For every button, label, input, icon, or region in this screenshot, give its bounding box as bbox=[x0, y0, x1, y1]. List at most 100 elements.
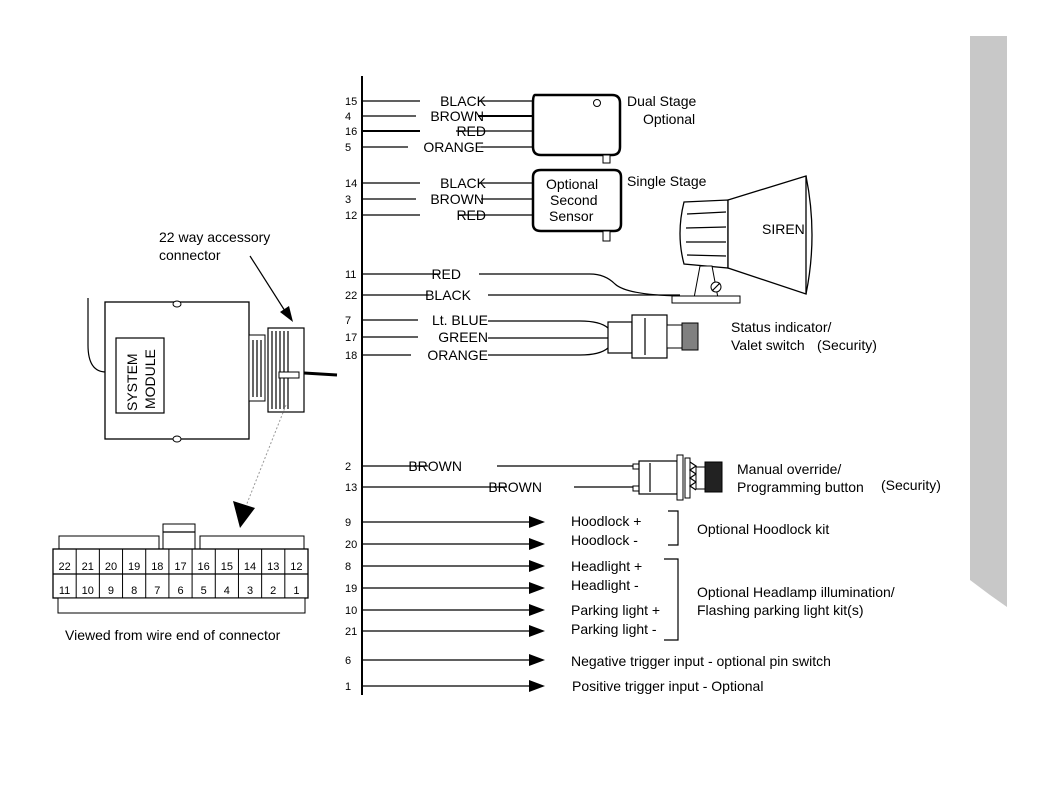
output-label: Positive trigger input - Optional bbox=[572, 678, 763, 694]
output-pin-number: 1 bbox=[345, 681, 351, 693]
sensor-led-icon bbox=[593, 99, 601, 107]
wire-color-label: BROWN bbox=[430, 108, 484, 124]
single-box-line3: Sensor bbox=[549, 208, 594, 224]
output-pin-number: 9 bbox=[345, 517, 351, 529]
wire-color-label: ORANGE bbox=[427, 347, 488, 363]
dual-stage-label-line2: Optional bbox=[643, 111, 695, 127]
pin-label-bottom: 2 bbox=[270, 585, 276, 597]
system-module: SYSTEM MODULE bbox=[87, 298, 266, 443]
output-pin-number: 19 bbox=[345, 583, 357, 595]
wire-color-label: GREEN bbox=[438, 329, 488, 345]
wire-pin-number: 15 bbox=[345, 96, 357, 108]
pin-label-top: 18 bbox=[151, 561, 163, 573]
wire-pin-number: 12 bbox=[345, 210, 357, 222]
wire-pin-number: 5 bbox=[345, 142, 351, 154]
wire-color-label: ORANGE bbox=[423, 139, 484, 155]
headlamp-kit-line2: Flashing parking light kit(s) bbox=[697, 602, 864, 618]
pin-label-top: 14 bbox=[244, 561, 256, 573]
wire-color-label: Lt. BLUE bbox=[432, 312, 488, 328]
wire-pin-number: 18 bbox=[345, 350, 357, 362]
connector-callout-line2: connector bbox=[159, 247, 221, 263]
dual-stage-sensor bbox=[531, 93, 622, 164]
output-pin-number: 8 bbox=[345, 561, 351, 573]
headlamp-kit-line1: Optional Headlamp illumination/ bbox=[697, 584, 895, 600]
pin-label-bottom: 6 bbox=[177, 585, 183, 597]
wire-pin-number: 2 bbox=[345, 461, 351, 473]
pinout-leader bbox=[245, 404, 287, 507]
single-box-line1: Optional bbox=[546, 176, 598, 192]
accessory-plug bbox=[267, 327, 338, 413]
dual-stage-label-line1: Dual Stage bbox=[627, 93, 696, 109]
output-label: Hoodlock + bbox=[571, 513, 641, 529]
override-label-line1: Manual override/ bbox=[737, 461, 841, 477]
pin-label-bottom: 8 bbox=[131, 585, 137, 597]
pin-label-top: 16 bbox=[198, 561, 210, 573]
wire-color-label: BROWN bbox=[488, 479, 542, 495]
output-label: Negative trigger input - optional pin sw… bbox=[571, 653, 831, 669]
callout-arrow-line bbox=[249, 255, 286, 312]
override-cap bbox=[704, 461, 723, 493]
wire-pin-number: 16 bbox=[345, 126, 357, 138]
pin-label-top: 17 bbox=[174, 561, 186, 573]
headlamp-bracket bbox=[664, 558, 679, 641]
pin-label-top: 19 bbox=[128, 561, 140, 573]
pinout-arrowhead bbox=[233, 501, 255, 528]
status-indicator-switch bbox=[488, 314, 699, 359]
single-stage-sensor bbox=[531, 168, 623, 242]
page-tab bbox=[970, 36, 1007, 607]
override-label-suffix: (Security) bbox=[881, 477, 941, 493]
siren-icon bbox=[671, 175, 813, 304]
output-arrow-icon bbox=[529, 604, 545, 616]
wire-pin-number: 4 bbox=[345, 111, 351, 123]
pin-label-bottom: 9 bbox=[108, 585, 114, 597]
pin-label-top: 22 bbox=[58, 561, 70, 573]
single-box-line2: Second bbox=[550, 192, 597, 208]
output-pin-number: 21 bbox=[345, 626, 357, 638]
pin-label-top: 12 bbox=[290, 561, 302, 573]
pin-label-bottom: 4 bbox=[224, 585, 230, 597]
wire-pin-number: 7 bbox=[345, 315, 351, 327]
pin-label-top: 13 bbox=[267, 561, 279, 573]
output-arrow-icon bbox=[529, 538, 545, 550]
output-label: Headlight + bbox=[571, 558, 642, 574]
wire-color-label: BLACK bbox=[440, 175, 487, 191]
module-label-line2: MODULE bbox=[142, 349, 158, 409]
hoodlock-kit-label: Optional Hoodlock kit bbox=[697, 521, 829, 537]
wire-color-label: RED bbox=[431, 266, 461, 282]
output-label: Parking light + bbox=[571, 602, 660, 618]
indicator-lens bbox=[681, 322, 699, 351]
pin-label-bottom: 5 bbox=[201, 585, 207, 597]
pin-label-bottom: 10 bbox=[82, 585, 94, 597]
pinout-caption: Viewed from wire end of connector bbox=[65, 627, 281, 643]
connector-callout-line1: 22 way accessory bbox=[159, 229, 270, 245]
pin-label-top: 15 bbox=[221, 561, 233, 573]
output-arrow-icon bbox=[529, 560, 545, 572]
status-label-line2: Valet switch bbox=[731, 337, 805, 353]
wire-pin-number: 11 bbox=[345, 269, 356, 281]
output-pin-number: 6 bbox=[345, 655, 351, 667]
output-arrow-icon bbox=[529, 654, 545, 666]
output-arrow-icon bbox=[529, 582, 545, 594]
wire-pin-number: 22 bbox=[345, 290, 357, 302]
wire-pin-number: 3 bbox=[345, 194, 351, 206]
pin-label-bottom: 11 bbox=[59, 585, 70, 597]
pin-label-top: 21 bbox=[82, 561, 94, 573]
module-label-box bbox=[115, 337, 165, 414]
pin-label-top: 20 bbox=[105, 561, 117, 573]
wire-pin-number: 17 bbox=[345, 332, 357, 344]
wire-color-label: BLACK bbox=[425, 287, 472, 303]
override-button bbox=[632, 454, 723, 501]
output-pin-number: 10 bbox=[345, 605, 357, 617]
wire-color-label: BLACK bbox=[440, 93, 487, 109]
status-label-suffix: (Security) bbox=[817, 337, 877, 353]
wire-line bbox=[589, 273, 681, 297]
status-label-line1: Status indicator/ bbox=[731, 319, 831, 335]
override-label-line2: Programming button bbox=[737, 479, 864, 495]
output-pin-number: 20 bbox=[345, 539, 357, 551]
wire-pin-number: 14 bbox=[345, 178, 357, 190]
single-stage-label: Single Stage bbox=[627, 173, 707, 189]
